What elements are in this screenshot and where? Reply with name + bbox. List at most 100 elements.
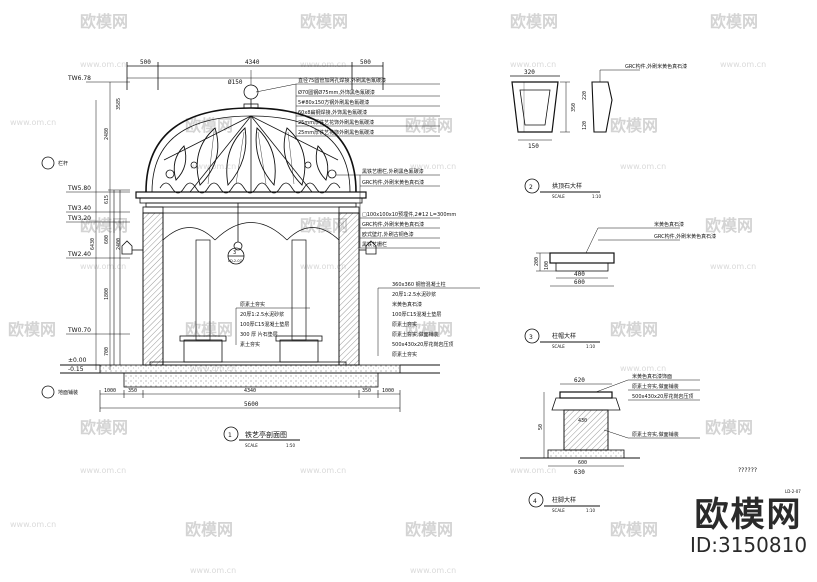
detail-4-title: 柱脚大样 — [552, 496, 576, 504]
watermark-url: www.om.cn — [80, 60, 127, 69]
watermark-brand: 欧模网 — [705, 216, 754, 235]
watermark-url: www.om.cn — [710, 262, 757, 271]
mid-note: 黑铁艺栅栏 — [362, 241, 387, 248]
dome-note: 25mm厚铁艺花饰外刷黑色氟碳漆 — [298, 129, 374, 136]
watermark-brand: 欧模网 — [610, 116, 659, 135]
level-mark: -0.15 — [68, 366, 84, 373]
left-dim: 6430 — [90, 238, 96, 250]
detail-4-dim: 600 — [578, 460, 587, 466]
right-column — [338, 212, 360, 366]
dim-bottom-total: 5600 — [244, 401, 259, 408]
watermark-url: www.om.cn — [620, 162, 667, 171]
dome-arc — [145, 107, 357, 193]
scale-label: SCALE — [245, 443, 258, 448]
watermark-brand: 欧模网 — [80, 216, 129, 235]
bottom-dimensions — [99, 390, 401, 412]
detail-2-keystone — [510, 69, 640, 194]
watermark-brand: 欧模网 — [705, 418, 754, 437]
base-note-mid: 素土夯实 — [240, 341, 260, 348]
mid-note: □100x100x10预埋件,2#12 L=300mm — [362, 211, 456, 218]
column-pedestals — [179, 335, 323, 363]
base-note: 360x360 钢管混凝土柱 — [392, 281, 446, 288]
detail-4-note: 原素土夯实,做面铺装 — [632, 431, 679, 438]
watermark-url: www.om.cn — [620, 364, 667, 373]
detail-2-dim: 120 — [582, 121, 588, 130]
detail-4-dim: 630 — [574, 469, 585, 476]
left-dim: 2400 — [116, 238, 122, 250]
watermark-brand: 欧模网 — [610, 520, 659, 539]
detail-2-number: 2 — [529, 184, 533, 191]
base-note-mid: 100厚C15混凝土垫层 — [240, 321, 289, 328]
watermark-brand: 欧模网 — [185, 116, 234, 135]
detail-3-number: 3 — [529, 334, 533, 341]
watermark-url: www.om.cn — [300, 466, 347, 475]
left-label: 栏杆 — [58, 160, 68, 167]
dim-ball: Ø150 — [228, 79, 243, 86]
scroll-band — [159, 161, 341, 194]
detail-4-scale: 1:10 — [586, 508, 595, 513]
watermark-brand: 欧模网 — [510, 12, 559, 31]
dome-note: 5#80x150方钢外刷黑色氟碳漆 — [298, 99, 369, 106]
detail-2-scale-label: SCALE — [552, 194, 565, 199]
detail-3-note: GRC构件,外刷米黄色真石漆 — [654, 233, 716, 240]
base-note: 500x430x20厚花岗岩压顶 — [392, 341, 453, 348]
watermark-url: www.om.cn — [80, 262, 127, 271]
detail-2-title: 拱顶石大样 — [552, 182, 582, 190]
base-note-mid: 300 厚 片石垫层 — [240, 331, 278, 338]
watermark-brand: 欧模网 — [405, 320, 454, 339]
detail-3-column-cap — [524, 227, 680, 344]
detail-4-dim: 430 — [578, 418, 587, 424]
detail-2-dim: 320 — [524, 69, 535, 76]
watermark-brand: 欧模网 — [610, 320, 659, 339]
dim-top-center: 4340 — [245, 59, 260, 66]
callout-markers — [41, 156, 300, 442]
dim-bottom: 350 — [362, 388, 371, 394]
detail-2-dim: 350 — [571, 103, 577, 112]
watermark-url: www.om.cn — [10, 118, 57, 127]
dome-note: 25mm厚铁艺花饰外刷黑色氟碳漆 — [298, 119, 374, 126]
brand-id-text: ID:3150810 — [689, 533, 808, 557]
sheet-code: LD-2-07 — [785, 489, 801, 494]
watermark-brand: 欧模网 — [710, 12, 759, 31]
dim-top-left: 500 — [140, 59, 151, 66]
left-column — [142, 212, 164, 366]
left-dim: 615 — [104, 195, 110, 204]
base-note: 米黄色真石漆 — [392, 301, 422, 308]
left-label: 地面铺装 — [58, 389, 78, 396]
watermark-url: www.om.cn — [10, 520, 57, 529]
watermark-url: www.om.cn — [410, 162, 457, 171]
detail-3-dim: 100 — [544, 261, 550, 270]
detail-text: 320 150 350 220 120 GRC构件,外刷米黄色真石漆 2 拱顶石… — [524, 63, 801, 513]
watermark-brand: 欧模网 — [405, 520, 454, 539]
level-mark: TW0.70 — [67, 327, 91, 334]
brand-logo-text: 欧模网 — [694, 495, 803, 535]
dome-note: Ø70圆钢Ø75mm,外饰黑色氟碳漆 — [298, 89, 375, 96]
detail-3-dim: 600 — [574, 279, 585, 286]
watermark-brand: 欧模网 — [80, 418, 129, 437]
base-note-mid: 原素土夯实 — [240, 301, 265, 308]
pavilion-section — [60, 62, 480, 412]
base-note: 原素土夯实 — [392, 321, 417, 328]
center-callout-sheet: LD-2-07 — [228, 259, 242, 263]
top-dimensions — [126, 62, 384, 90]
watermark-brand: 欧模网 — [300, 12, 349, 31]
base-note: 20厚1:2.5水泥砂浆 — [392, 291, 436, 298]
dim-bottom: 350 — [128, 388, 137, 394]
watermark-url: www.om.cn — [80, 466, 127, 475]
watermark-brand: 欧模网 — [185, 320, 234, 339]
detail-4-scale-label: SCALE — [552, 508, 565, 513]
watermark-brand: 欧模网 — [80, 12, 129, 31]
watermark-brand: 欧模网 — [8, 320, 57, 339]
detail-2-dim: 220 — [582, 91, 588, 100]
detail-3-scale: 1:10 — [586, 344, 595, 349]
detail-4-note: 500x430x20厚花岗岩压顶 — [632, 393, 693, 400]
detail-4-column-base — [520, 379, 700, 508]
dim-bottom: 1000 — [382, 388, 394, 394]
watermark-brand: 欧模网 — [185, 520, 234, 539]
detail-3-scale-label: SCALE — [552, 344, 565, 349]
base-note: 原素土夯实 — [392, 351, 417, 358]
dome-note: 60x8扁钢焊接,外饰黑色氟碳漆 — [298, 109, 367, 116]
dim-bottom: 4340 — [244, 388, 256, 394]
